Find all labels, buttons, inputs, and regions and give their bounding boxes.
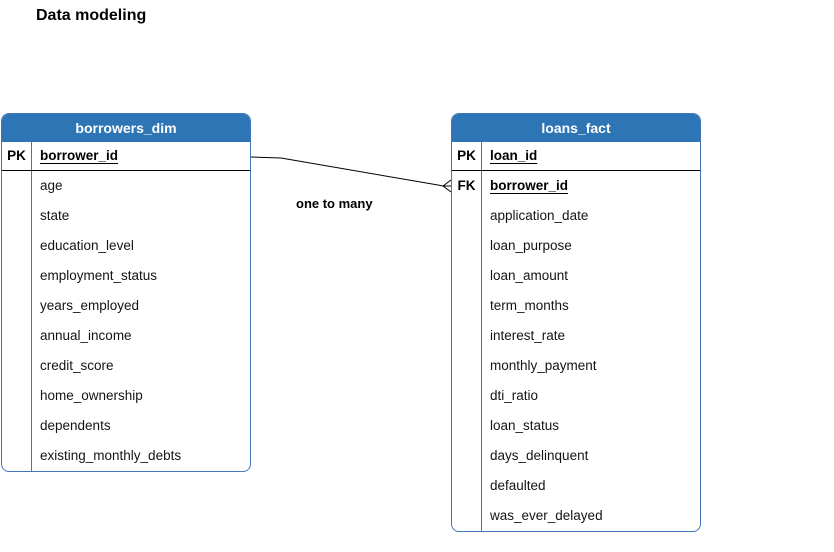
field-name: was_ever_delayed xyxy=(490,508,603,523)
entity-table-loans-fact[interactable]: loans_fact PK loan_id FK borrower_id app… xyxy=(451,113,701,532)
key-row: FK borrower_id xyxy=(452,171,700,201)
key-badge: FK xyxy=(452,171,482,201)
field-row: credit_score xyxy=(2,351,250,381)
field-rows-loans-fact: application_date loan_purpose loan_amoun… xyxy=(452,201,700,531)
key-badge-empty xyxy=(452,471,482,501)
field-row: monthly_payment xyxy=(452,351,700,381)
field-name: education_level xyxy=(40,238,134,253)
field-row: interest_rate xyxy=(452,321,700,351)
key-badge-empty xyxy=(2,291,32,321)
key-row: PK loan_id xyxy=(452,142,700,171)
key-badge-empty xyxy=(452,501,482,531)
key-badge-empty xyxy=(452,351,482,381)
key-badge-empty xyxy=(2,441,32,471)
key-badge: PK xyxy=(452,142,482,170)
field-name: application_date xyxy=(490,208,589,223)
field-name: employment_status xyxy=(40,268,158,283)
field-name: annual_income xyxy=(40,328,132,343)
relationship-label: one to many xyxy=(296,196,373,211)
field-name: dti_ratio xyxy=(490,388,539,403)
field-name: defaulted xyxy=(490,478,546,493)
connector-line xyxy=(250,156,444,187)
key-badge-empty xyxy=(452,381,482,411)
key-row: PK borrower_id xyxy=(2,142,250,171)
field-name: dependents xyxy=(40,418,111,433)
field-row: annual_income xyxy=(2,321,250,351)
key-badge-empty xyxy=(2,351,32,381)
field-row: loan_status xyxy=(452,411,700,441)
field-row: years_employed xyxy=(2,291,250,321)
key-badge-empty xyxy=(452,201,482,231)
table-header-loans-fact: loans_fact xyxy=(452,114,700,142)
key-badge-empty xyxy=(452,321,482,351)
field-name: home_ownership xyxy=(40,388,143,403)
field-name: existing_monthly_debts xyxy=(40,448,182,463)
key-rows-borrowers-dim: PK borrower_id xyxy=(2,142,250,171)
field-rows-borrowers-dim: age state education_level employment_sta… xyxy=(2,171,250,471)
field-name: term_months xyxy=(490,298,569,313)
key-badge: PK xyxy=(2,142,32,170)
field-row: age xyxy=(2,171,250,201)
key-badge-empty xyxy=(2,261,32,291)
crow-foot-prong-up xyxy=(442,179,452,187)
field-name: age xyxy=(40,178,63,193)
key-badge-empty xyxy=(452,261,482,291)
key-badge-empty xyxy=(2,381,32,411)
field-name: years_employed xyxy=(40,298,140,313)
entity-table-borrowers-dim[interactable]: borrowers_dim PK borrower_id age state xyxy=(1,113,251,472)
field-name: days_delinquent xyxy=(490,448,589,463)
key-badge-empty xyxy=(2,411,32,441)
field-row: employment_status xyxy=(2,261,250,291)
key-field-name: borrower_id xyxy=(40,148,119,163)
field-name: loan_status xyxy=(490,418,560,433)
field-name: monthly_payment xyxy=(490,358,597,373)
field-row: dti_ratio xyxy=(452,381,700,411)
key-badge-empty xyxy=(2,231,32,261)
field-row: home_ownership xyxy=(2,381,250,411)
key-badge-empty xyxy=(452,411,482,441)
field-row: loan_amount xyxy=(452,261,700,291)
field-row: was_ever_delayed xyxy=(452,501,700,531)
field-row: days_delinquent xyxy=(452,441,700,471)
field-row: defaulted xyxy=(452,471,700,501)
page-title: Data modeling xyxy=(36,7,147,24)
key-badge-empty xyxy=(452,441,482,471)
key-badge-empty xyxy=(2,321,32,351)
field-name: credit_score xyxy=(40,358,114,373)
field-name: loan_purpose xyxy=(490,238,572,253)
field-row: term_months xyxy=(452,291,700,321)
key-badge-empty xyxy=(2,201,32,231)
crow-foot-prong-down xyxy=(442,185,452,193)
field-row: dependents xyxy=(2,411,250,441)
field-name: loan_amount xyxy=(490,268,569,283)
field-row: education_level xyxy=(2,231,250,261)
field-row: state xyxy=(2,201,250,231)
field-row: loan_purpose xyxy=(452,231,700,261)
key-field-name: loan_id xyxy=(490,148,538,163)
key-badge-empty xyxy=(2,171,32,201)
field-name: state xyxy=(40,208,70,223)
field-name: interest_rate xyxy=(490,328,566,343)
key-badge-empty xyxy=(452,291,482,321)
key-rows-loans-fact: PK loan_id FK borrower_id xyxy=(452,142,700,201)
key-field-name: borrower_id xyxy=(490,178,569,193)
table-header-borrowers-dim: borrowers_dim xyxy=(2,114,250,142)
field-row: application_date xyxy=(452,201,700,231)
field-row: existing_monthly_debts xyxy=(2,441,250,471)
key-badge-empty xyxy=(452,231,482,261)
